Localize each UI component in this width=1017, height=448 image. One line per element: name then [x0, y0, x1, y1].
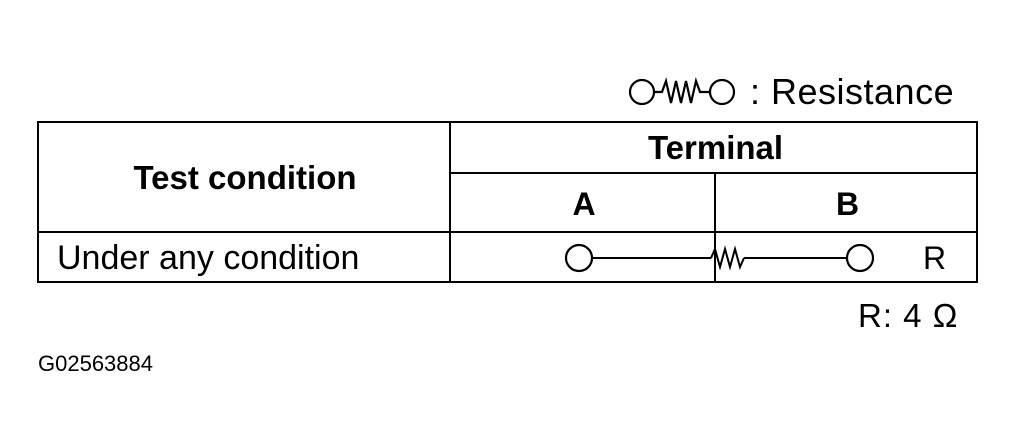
resistance-symbol-icon — [626, 72, 740, 112]
figure-id: G02563884 — [38, 351, 153, 376]
row-result: R — [923, 239, 947, 276]
header-terminal-b: B — [835, 185, 860, 222]
header-terminal: Terminal — [647, 129, 784, 166]
table-divider — [449, 123, 451, 281]
header-terminal-a: A — [572, 185, 596, 222]
table-divider — [451, 172, 978, 174]
resistance-table: Test condition Terminal A B Under any co… — [37, 121, 978, 283]
resistance-note: R: 4 Ω — [858, 297, 959, 334]
table-divider — [714, 174, 716, 281]
resistor-connection-icon — [559, 235, 889, 286]
table-divider — [39, 231, 976, 233]
row-condition: Under any condition — [57, 238, 360, 277]
legend-label: : Resistance — [750, 71, 955, 112]
legend: : Resistance — [626, 70, 954, 114]
header-test-condition: Test condition — [133, 159, 357, 196]
